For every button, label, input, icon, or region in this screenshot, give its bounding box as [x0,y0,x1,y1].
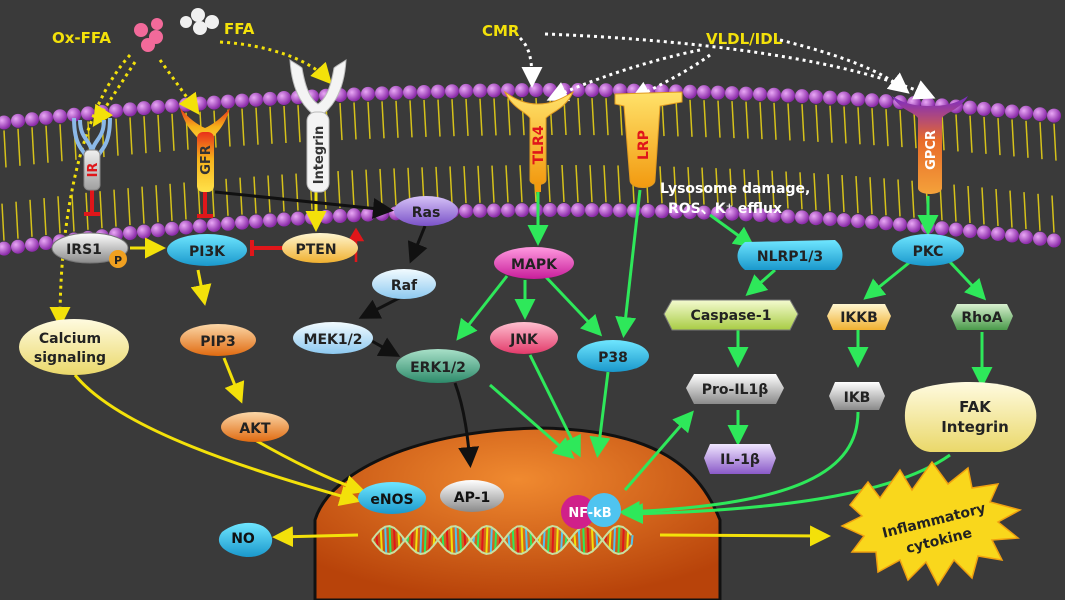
vldl-idl-label: VLDL/IDL [706,30,783,48]
ox-ffa-particles-icon [134,18,163,52]
svg-text:JNK: JNK [509,332,539,348]
inflammatory-cytokine-burst: Inflammatory cytokine [840,460,1023,587]
gpcr-receptor [892,96,968,194]
dna-helix-icon [371,524,634,556]
svg-text:PKC: PKC [913,244,944,260]
integrin-label: Integrin [312,126,327,185]
pi3k-node: PI3K [167,234,247,266]
caspase-node: Caspase-1 [663,299,799,331]
rhoa-node: RhoA [951,304,1013,330]
ffa-particles-icon [180,8,219,35]
svg-text:Caspase-1: Caspase-1 [691,308,772,324]
svg-text:FAK: FAK [959,398,992,416]
svg-text:Calcium: Calcium [39,331,101,347]
arrows-yellow [73,190,831,548]
svg-text:Ras: Ras [412,205,441,221]
svg-text:NLRP1/3: NLRP1/3 [757,249,823,265]
svg-text:IL-1β: IL-1β [720,452,760,468]
svg-text:AKT: AKT [239,421,271,437]
lrp-label: LRP [636,130,652,160]
ir-label: IR [86,163,101,178]
ir-receptor [72,117,112,191]
svg-text:NF-kB: NF-kB [568,506,611,521]
gfr-label: GFR [199,145,214,175]
lysosome-label-line2: ROS、K⁺ efflux [668,201,782,217]
lysosome-label-line1: Lysosome damage, [660,181,810,197]
pten-node: PTEN [282,233,358,263]
cmr-label: CMR [482,22,520,40]
svg-text:eNOS: eNOS [370,492,413,508]
ap1-node: AP-1 [440,480,504,512]
svg-text:P: P [114,254,122,267]
arrows-dotted-yellow [49,40,333,328]
svg-text:NO: NO [231,531,255,547]
cell-membrane [0,83,1061,256]
ras-node: Ras [394,196,458,226]
irs1-node: IRS1 P [51,232,129,268]
nlrp-node: NLRP1/3 [737,240,843,270]
svg-text:Integrin: Integrin [941,418,1009,436]
ikkb-node: IKKB [827,304,891,330]
gpcr-label: GPCR [924,130,939,170]
calcium-node: Calcium signaling [19,319,129,375]
enos-node: eNOS [358,482,426,514]
svg-text:RhoA: RhoA [961,310,1002,326]
ffa-label: FFA [224,20,255,38]
svg-text:MAPK: MAPK [511,257,558,273]
integrin-receptor [289,59,347,193]
svg-text:signaling: signaling [34,350,106,366]
svg-text:Raf: Raf [391,278,418,294]
mapk-node: MAPK [494,247,574,279]
ikb-node: IKB [829,382,885,410]
svg-text:ERK1/2: ERK1/2 [410,360,466,376]
p38-node: P38 [577,340,649,372]
svg-text:P38: P38 [598,350,628,366]
svg-text:IKB: IKB [844,390,871,406]
lrp-receptor [614,91,683,188]
svg-text:PTEN: PTEN [295,242,336,258]
pkc-node: PKC [892,234,964,266]
svg-text:PI3K: PI3K [189,244,226,260]
fak-integrin-node: FAK Integrin [904,381,1037,452]
tlr4-receptor [503,90,575,192]
il1b-node: IL-1β [704,444,776,474]
nfkb-node: NF-kB [561,493,621,529]
svg-text:IRS1: IRS1 [66,242,102,258]
svg-text:IKKB: IKKB [840,310,878,326]
svg-text:AP-1: AP-1 [454,490,490,506]
svg-text:PIP3: PIP3 [200,334,235,350]
jnk-node: JNK [490,322,558,354]
no-node: NO [218,522,273,558]
erk-node: ERK1/2 [396,349,480,383]
svg-text:Pro-IL1β: Pro-IL1β [702,382,769,398]
tlr4-label: TLR4 [531,125,547,164]
pip3-node: PIP3 [180,324,256,356]
inhibition-markers [84,186,285,256]
akt-node: AKT [221,412,289,442]
raf-node: Raf [372,269,436,299]
svg-text:MEK1/2: MEK1/2 [304,332,363,348]
mek-node: MEK1/2 [293,322,373,354]
gfr-receptor [180,108,230,192]
ox-ffa-label: Ox-FFA [52,29,111,47]
pro-il1b-node: Pro-IL1β [686,374,784,404]
